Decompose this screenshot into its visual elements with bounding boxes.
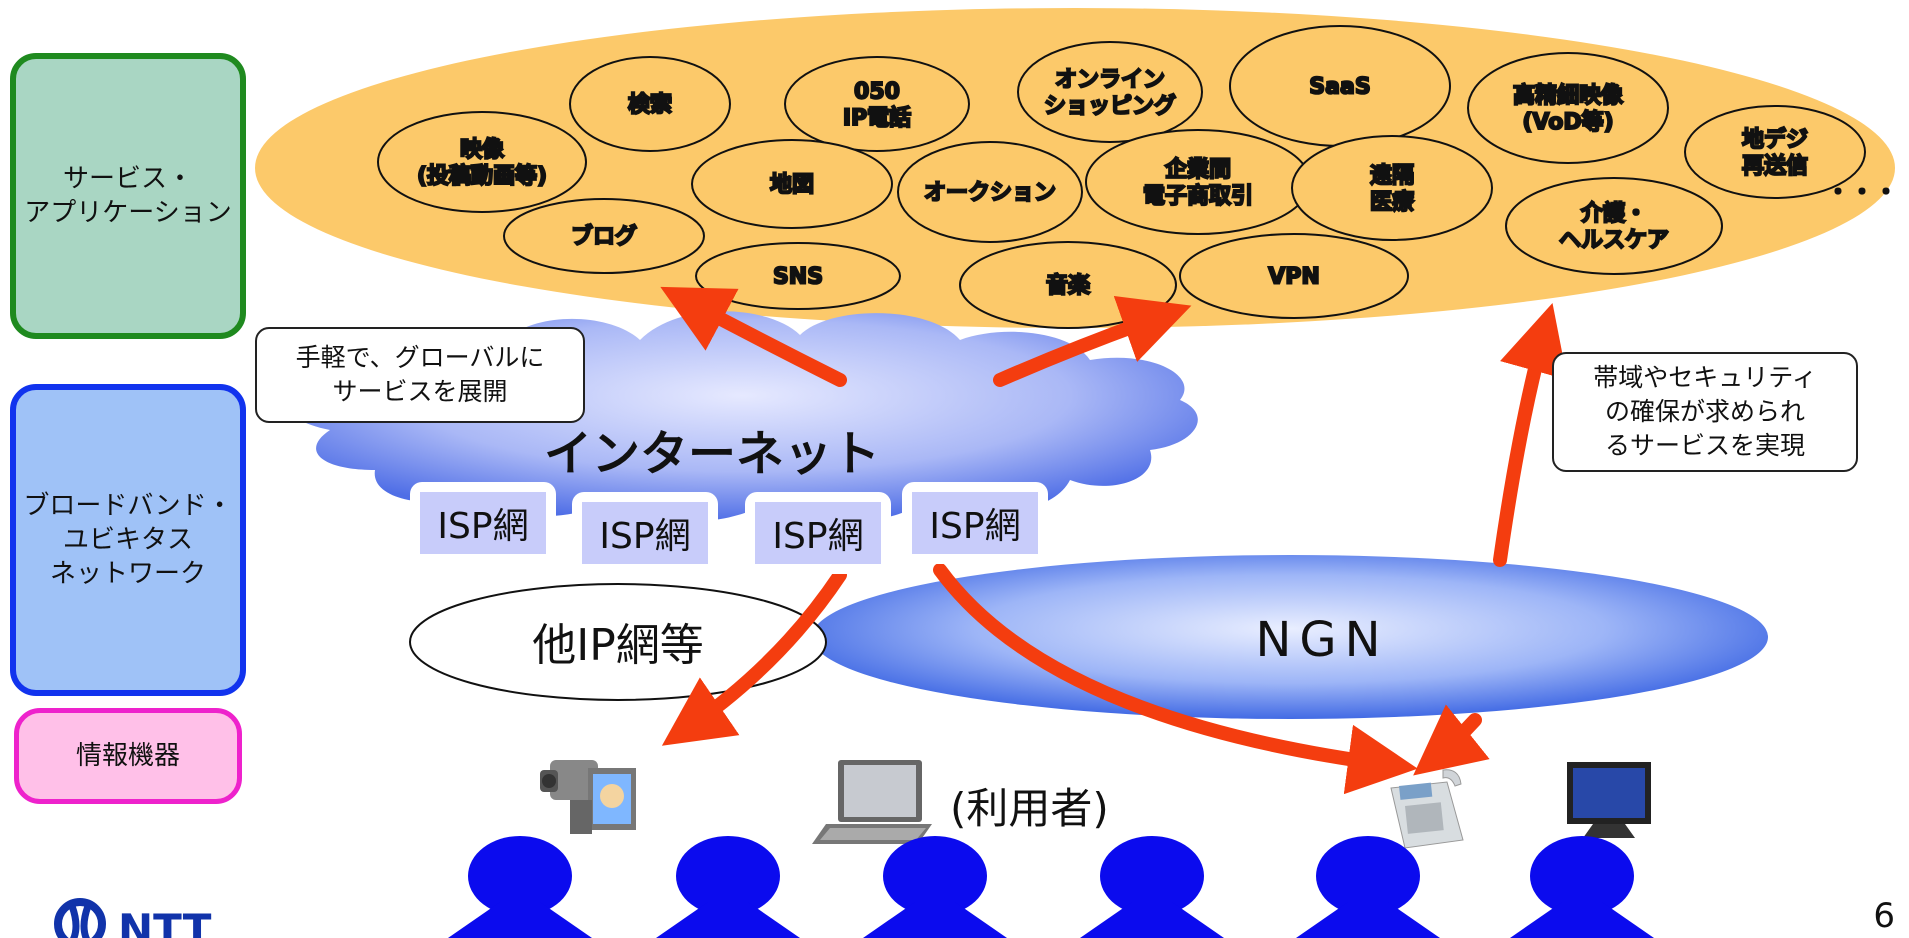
user-figure [1296,836,1440,938]
arrow-ngn-to-phone [1413,704,1490,776]
service-saas: SaaS [1229,25,1451,147]
arrow-internet-to-services-right [993,295,1192,387]
service-label-online-shopping: オンラインショッピング [1044,68,1176,119]
tv-icon [1567,762,1651,838]
user-figure [656,836,800,938]
service-sns: SNS [695,242,901,310]
isp-network-2: ISP網 [572,492,718,574]
callout-secure-services: 帯域やセキュリティ の確保が求められ るサービスを実現 [1552,352,1858,472]
users-group [448,836,1654,938]
ngn-network [812,555,1768,719]
service-label-care: 介護・ヘルスケア [1559,201,1669,253]
service-label-telemedicine: 遠隔医療 [1370,163,1414,215]
service-label-video: 映像(投稿動画等) [417,137,547,189]
arrow-ngn-to-services [1493,303,1568,567]
callout-global-services: 手軽で、グローバルに サービスを展開 [255,327,585,423]
phone-icon [1390,769,1464,849]
isp-network-4: ISP網 [902,482,1048,564]
user-figure [1510,836,1654,938]
service-label-vpn: VPN [1268,265,1320,290]
service-map: 地図 [691,139,893,229]
isp-label: ISP網 [929,506,1020,547]
arrow-internet-to-camera [661,568,847,746]
arrow-internet-to-services-left [660,286,847,387]
service-online-shopping: オンラインショッピング [1017,41,1203,143]
service-telemedicine: 遠隔医療 [1291,135,1493,241]
other-ip-label: 他IP網等 [532,620,704,671]
other-ip-network [409,583,827,701]
service-label-sns: SNS [773,265,823,290]
isp-label: ISP網 [772,516,863,557]
service-label-saas: SaaS [1309,75,1370,100]
user-figure [863,836,1007,938]
ngn-label: NGN [1255,612,1388,668]
services-more: ・・・ [1826,178,1898,206]
service-auction: オークション [897,141,1083,243]
layer-service-application: サービス・ アプリケーション [10,53,246,339]
service-terrestrial: 地デジ再送信 [1684,105,1866,199]
service-care: 介護・ヘルスケア [1505,177,1723,275]
laptop-icon [812,760,932,844]
service-vpn: VPN [1179,233,1409,319]
service-label-hd-video: 高精細映像(VoD等) [1513,83,1624,135]
internet-label: インターネット [544,426,880,482]
service-label-b2b: 企業間電子商取引 [1143,157,1253,209]
service-b2b: 企業間電子商取引 [1085,129,1311,235]
isp-network-3: ISP網 [745,492,891,574]
ntt-logo: NTT [54,898,212,938]
service-video: 映像(投稿動画等) [377,111,587,213]
layer-broadband-network: ブロードバンド・ ユビキタス ネットワーク [10,384,246,696]
service-search: 検索 [569,56,731,152]
service-blog: ブログ [503,198,705,274]
isp-label: ISP網 [599,516,690,557]
service-music: 音楽 [959,241,1177,329]
connection-arrows [660,286,1568,795]
layer-info-devices: 情報機器 [14,708,242,804]
users-label: (利用者) [950,784,1109,833]
service-label-search: 検索 [628,93,672,118]
video-camera-icon [540,760,636,834]
service-label-blog: ブログ [571,224,637,250]
service-label-map: 地図 [770,173,814,198]
arrow-internet-to-phone [933,563,1418,795]
service-label-music: 音楽 [1046,273,1091,299]
page-number: 6 [1873,896,1895,936]
user-figure [1080,836,1224,938]
service-hd-video: 高精細映像(VoD等) [1467,52,1669,164]
user-figure [448,836,592,938]
svg-text:NTT: NTT [118,905,212,938]
isp-label: ISP網 [437,506,528,547]
service-label-terrestrial: 地デジ再送信 [1742,127,1808,179]
isp-network-1: ISP網 [410,482,556,564]
service-label-auction: オークション [924,181,1056,206]
